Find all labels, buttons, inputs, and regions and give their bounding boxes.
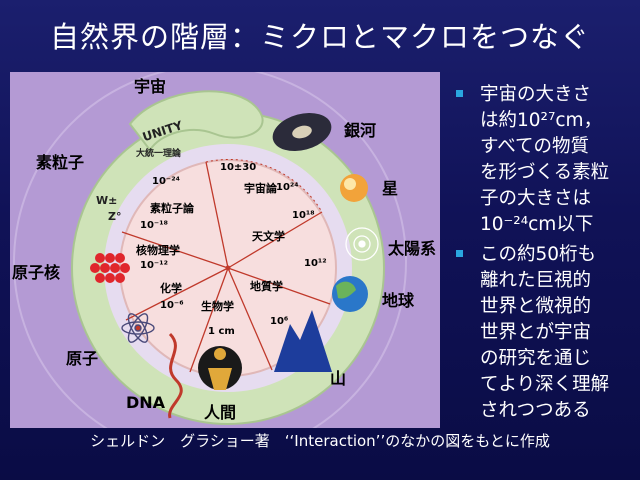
wheel-spokes bbox=[121, 161, 331, 373]
sector-cosmology: 宇宙論 bbox=[244, 181, 278, 195]
label-dna: DNA bbox=[126, 393, 166, 412]
bullet-text: 宇宙の大きさ は約10²⁷cm， すべての物質 を形づくる素粒 子の大きさは 1… bbox=[480, 84, 610, 235]
label-universe: 宇宙 bbox=[134, 77, 166, 96]
sector-biology: 生物学 bbox=[201, 299, 234, 313]
scale-particle-b: 10⁻²⁴ bbox=[152, 176, 180, 187]
hierarchy-diagram: 宇宙論 天文学 地質学 生物学 化学 核物理学 素粒子論 10±30 10²⁴ … bbox=[10, 72, 440, 428]
bullet-item: この約50桁も 離れた巨視的 世界と微視的 世界とが宇宙 の研究を通じ てより深… bbox=[452, 242, 634, 424]
scale-cosmology: 10²⁴ bbox=[276, 182, 299, 193]
label-solar-system: 太陽系 bbox=[387, 239, 436, 258]
bullet-marker bbox=[456, 250, 463, 257]
scale-top: 10±30 bbox=[220, 162, 256, 173]
scale-astronomy-a: 10¹⁸ bbox=[292, 210, 315, 221]
label-atom: 原子 bbox=[66, 349, 98, 368]
scale-nuclear: 10⁻¹² bbox=[140, 260, 168, 271]
label-grand-unification: 大統一理論 bbox=[136, 147, 182, 159]
sector-astronomy: 天文学 bbox=[252, 229, 285, 243]
human-figure bbox=[198, 346, 242, 390]
scale-chemistry: 10⁻⁶ bbox=[160, 300, 184, 311]
bullet-text: この約50桁も 離れた巨視的 世界と微視的 世界とが宇宙 の研究を通じ てより深… bbox=[480, 244, 610, 421]
scale-astronomy-b: 10¹² bbox=[304, 258, 327, 269]
solar-system-image bbox=[345, 227, 379, 261]
scale-particle-a: 10⁻¹⁸ bbox=[140, 220, 168, 231]
sector-chemistry: 化学 bbox=[160, 281, 182, 295]
bullet-marker bbox=[456, 90, 463, 97]
atom-image bbox=[121, 313, 155, 343]
label-earth: 地球 bbox=[382, 291, 415, 310]
sector-nuclear: 核物理学 bbox=[136, 243, 180, 257]
scale-geology: 10⁶ bbox=[270, 316, 288, 327]
serpent-head bbox=[128, 90, 264, 152]
label-mountain: 山 bbox=[330, 369, 346, 388]
slide-title: 自然界の階層：ミクロとマクロをつなぐ bbox=[49, 20, 590, 54]
dna-helix bbox=[168, 332, 183, 419]
bullet-list: 宇宙の大きさ は約10²⁷cm， すべての物質 を形づくる素粒 子の大きさは 1… bbox=[452, 82, 634, 428]
bullet-item: 宇宙の大きさ は約10²⁷cm， すべての物質 を形づくる素粒 子の大きさは 1… bbox=[452, 82, 634, 238]
label-galaxy: 銀河 bbox=[344, 121, 376, 140]
sector-geology: 地質学 bbox=[250, 279, 283, 293]
footer-credit: シェルドン グラショー著 ‘‘Interaction’’のなかの図をもとに作成 bbox=[90, 432, 550, 450]
scale-biology: 1 cm bbox=[208, 326, 235, 337]
label-w: W± bbox=[96, 194, 117, 207]
mountain-image bbox=[274, 310, 332, 372]
sector-particle: 素粒子論 bbox=[150, 201, 195, 215]
label-nucleus: 原子核 bbox=[12, 263, 60, 282]
label-elementary-particle: 素粒子 bbox=[36, 153, 84, 172]
label-z: Z° bbox=[108, 210, 121, 223]
nucleus-image bbox=[90, 253, 130, 283]
label-human: 人間 bbox=[204, 403, 236, 422]
label-star: 星 bbox=[382, 179, 398, 198]
label-wz: W± Z° bbox=[96, 194, 121, 223]
